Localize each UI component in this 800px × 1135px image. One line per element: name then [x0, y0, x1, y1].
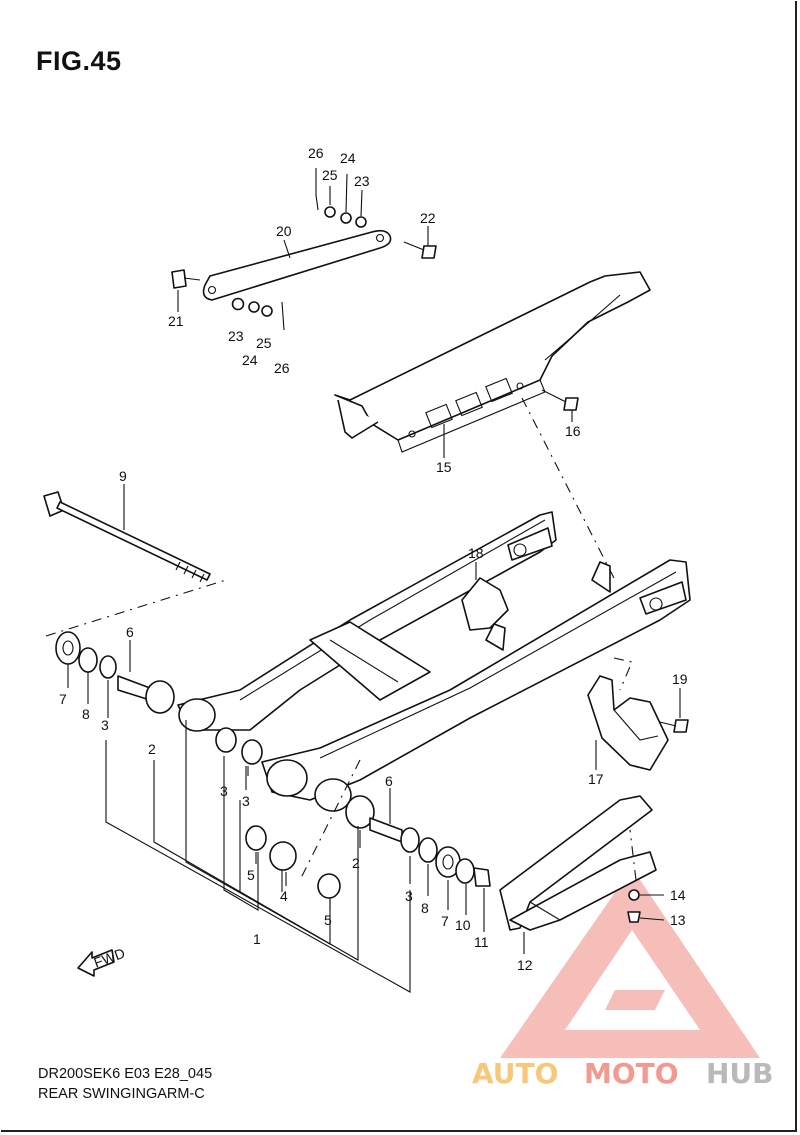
- watermark-text: AUTO MOTO HUB: [472, 1057, 774, 1090]
- swingarm: [177, 511, 691, 812]
- callout-5: 5: [324, 912, 332, 928]
- callout-13: 13: [670, 912, 686, 928]
- callout-24: 24: [340, 150, 356, 166]
- watermark-hub: HUB: [706, 1057, 774, 1090]
- left-pivot-hardware: [55, 631, 341, 899]
- callout-17: 17: [588, 771, 604, 787]
- callout-2: 2: [352, 855, 360, 871]
- callout-26: 26: [274, 360, 290, 376]
- callout-23: 23: [228, 328, 244, 344]
- callout-26: 26: [308, 145, 324, 161]
- fwd-label: FWD: [92, 945, 127, 971]
- callout-3: 3: [220, 783, 228, 799]
- callout-3: 3: [101, 717, 109, 733]
- figure-title: FIG.45: [36, 46, 122, 76]
- callout-20: 20: [276, 223, 292, 239]
- callout-24: 24: [242, 352, 258, 368]
- callout-14: 14: [670, 887, 686, 903]
- callout-12: 12: [517, 957, 533, 973]
- callout-8: 8: [421, 900, 429, 916]
- callout-18: 18: [468, 545, 484, 561]
- watermark-moto: MOTO: [584, 1057, 679, 1090]
- callout-8: 8: [82, 706, 90, 722]
- callout-7: 7: [59, 691, 67, 707]
- pivot-bolt: [43, 491, 211, 583]
- watermark-auto: AUTO: [472, 1057, 558, 1090]
- fwd-arrow: FWD: [77, 945, 127, 977]
- chain-protector: [587, 675, 689, 771]
- callout-3: 3: [242, 793, 250, 809]
- callout-6: 6: [385, 773, 393, 789]
- diagram-caption: REAR SWINGINGARM-C: [38, 1086, 205, 1102]
- callout-7: 7: [441, 913, 449, 929]
- chain-guard: [334, 271, 651, 453]
- callout-16: 16: [565, 423, 581, 439]
- chain-buffer: [499, 795, 657, 931]
- callout-21: 21: [168, 313, 184, 329]
- callout-15: 15: [436, 459, 452, 475]
- callout-10: 10: [455, 917, 471, 933]
- torque-rod-assembly: [171, 194, 437, 331]
- callout-19: 19: [672, 671, 688, 687]
- callout-23: 23: [354, 173, 370, 189]
- callout-1: 1: [253, 931, 261, 947]
- callout-25: 25: [322, 167, 338, 183]
- callout-11: 11: [474, 934, 489, 950]
- callout-2: 2: [148, 741, 156, 757]
- callout-9: 9: [119, 468, 127, 484]
- callout-3: 3: [405, 888, 413, 904]
- callout-5: 5: [247, 867, 255, 883]
- watermark-logo: [500, 868, 760, 1058]
- right-pivot-hardware: [345, 795, 491, 887]
- callout-25: 25: [256, 335, 272, 351]
- callout-6: 6: [126, 624, 134, 640]
- callout-labels: 26 25 24 23 22 20 21 23 24 25 26 16 15 9…: [59, 145, 688, 973]
- callout-22: 22: [420, 210, 436, 226]
- leader-lines: [45, 168, 681, 993]
- callout-4: 4: [280, 888, 288, 904]
- diagram-code: DR200SEK6 E03 E28_045: [38, 1066, 213, 1082]
